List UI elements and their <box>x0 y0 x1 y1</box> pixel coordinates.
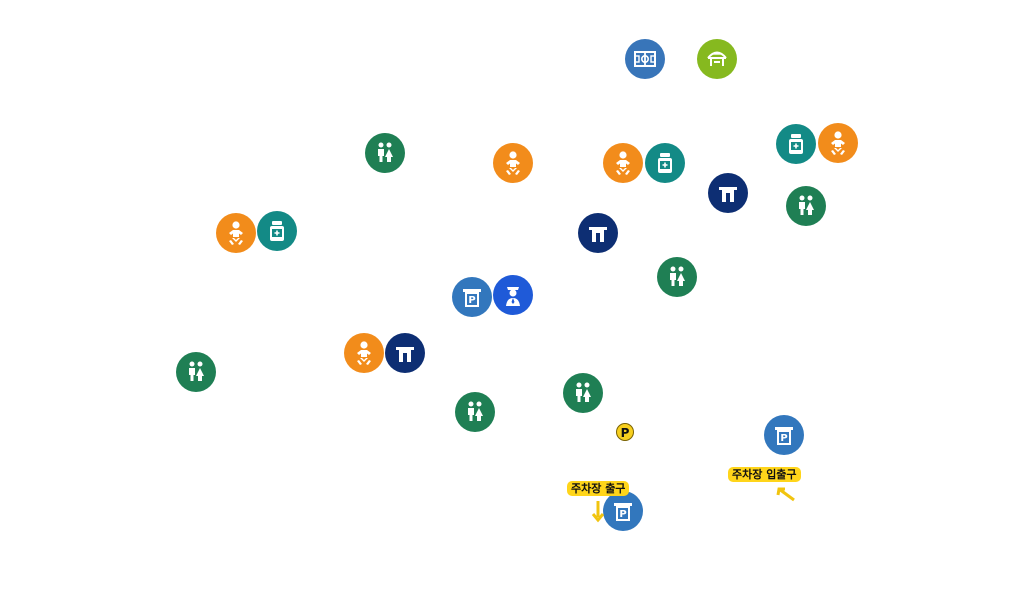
parking-marker[interactable]: P <box>452 277 492 317</box>
nursing-room-marker[interactable] <box>216 213 256 253</box>
restroom-icon <box>189 361 204 381</box>
security-guard-icon <box>506 287 520 306</box>
parking-entrance-exit-label: 주차장 입출구 <box>728 467 801 482</box>
atm-icon <box>396 347 414 362</box>
pharmacy-icon <box>270 221 284 241</box>
arrow-down-icon <box>591 501 605 523</box>
pharmacy-marker[interactable] <box>257 211 297 251</box>
pharmacy-icon <box>658 153 672 173</box>
atm-marker[interactable] <box>708 173 748 213</box>
restroom-icon <box>670 266 685 286</box>
nursing-room-marker[interactable] <box>344 333 384 373</box>
pharmacy-icon <box>789 134 803 154</box>
stadium-icon <box>634 51 656 67</box>
security-guard-marker[interactable] <box>493 275 533 315</box>
restroom-marker[interactable] <box>563 373 603 413</box>
restroom-marker[interactable] <box>455 392 495 432</box>
parking-icon: P <box>614 503 632 521</box>
atm-marker[interactable] <box>385 333 425 373</box>
nursing-room-icon <box>229 221 243 245</box>
atm-icon <box>719 187 737 202</box>
nursing-room-icon <box>357 341 371 365</box>
restroom-marker[interactable] <box>176 352 216 392</box>
restroom-marker[interactable] <box>786 186 826 226</box>
parking-icon: P <box>463 289 481 307</box>
pharmacy-marker[interactable] <box>645 143 685 183</box>
parking-marker[interactable]: P <box>603 491 643 531</box>
arrow-up-left-icon <box>776 487 795 502</box>
rest-area-icon <box>707 51 727 66</box>
atm-icon <box>589 227 607 242</box>
parking-letter: P <box>619 509 626 520</box>
restroom-marker[interactable] <box>657 257 697 297</box>
rest-area-marker[interactable] <box>697 39 737 79</box>
atm-marker[interactable] <box>578 213 618 253</box>
nursing-room-icon <box>831 131 845 155</box>
parking-marker[interactable]: P <box>764 415 804 455</box>
parking-letter: P <box>468 295 475 306</box>
stadium-marker[interactable] <box>625 39 665 79</box>
parking-icon: P <box>775 427 793 445</box>
restroom-icon <box>576 382 591 402</box>
nursing-room-marker[interactable] <box>603 143 643 183</box>
restroom-icon <box>378 142 393 162</box>
parking-exit-label: 주차장 출구 <box>567 481 630 496</box>
nursing-room-icon <box>616 151 630 175</box>
restroom-icon <box>468 401 483 421</box>
nursing-room-icon <box>506 151 520 175</box>
pharmacy-marker[interactable] <box>776 124 816 164</box>
nursing-room-marker[interactable] <box>818 123 858 163</box>
restroom-marker[interactable] <box>365 133 405 173</box>
nursing-room-marker[interactable] <box>493 143 533 183</box>
parking-badge-icon[interactable]: P <box>616 423 634 441</box>
parking-letter: P <box>780 433 787 444</box>
restroom-icon <box>799 195 814 215</box>
